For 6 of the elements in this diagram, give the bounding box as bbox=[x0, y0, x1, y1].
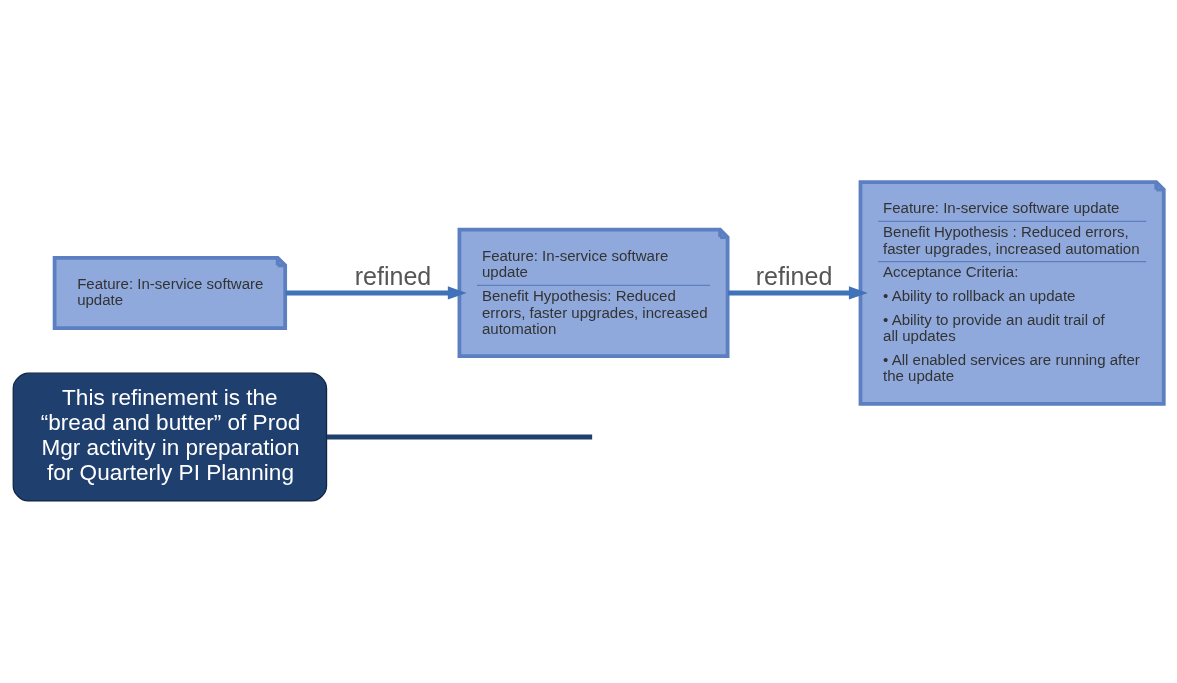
arrow bbox=[728, 286, 868, 300]
edge-label: refined bbox=[354, 262, 432, 291]
arrow bbox=[285, 286, 467, 300]
connector bbox=[326, 434, 593, 440]
node-box: This refinement is the “bread and butter” of Prod Mgr activity in preparation for Quarterly PI Planning bbox=[12, 372, 328, 502]
edge-label: refined bbox=[755, 262, 833, 291]
